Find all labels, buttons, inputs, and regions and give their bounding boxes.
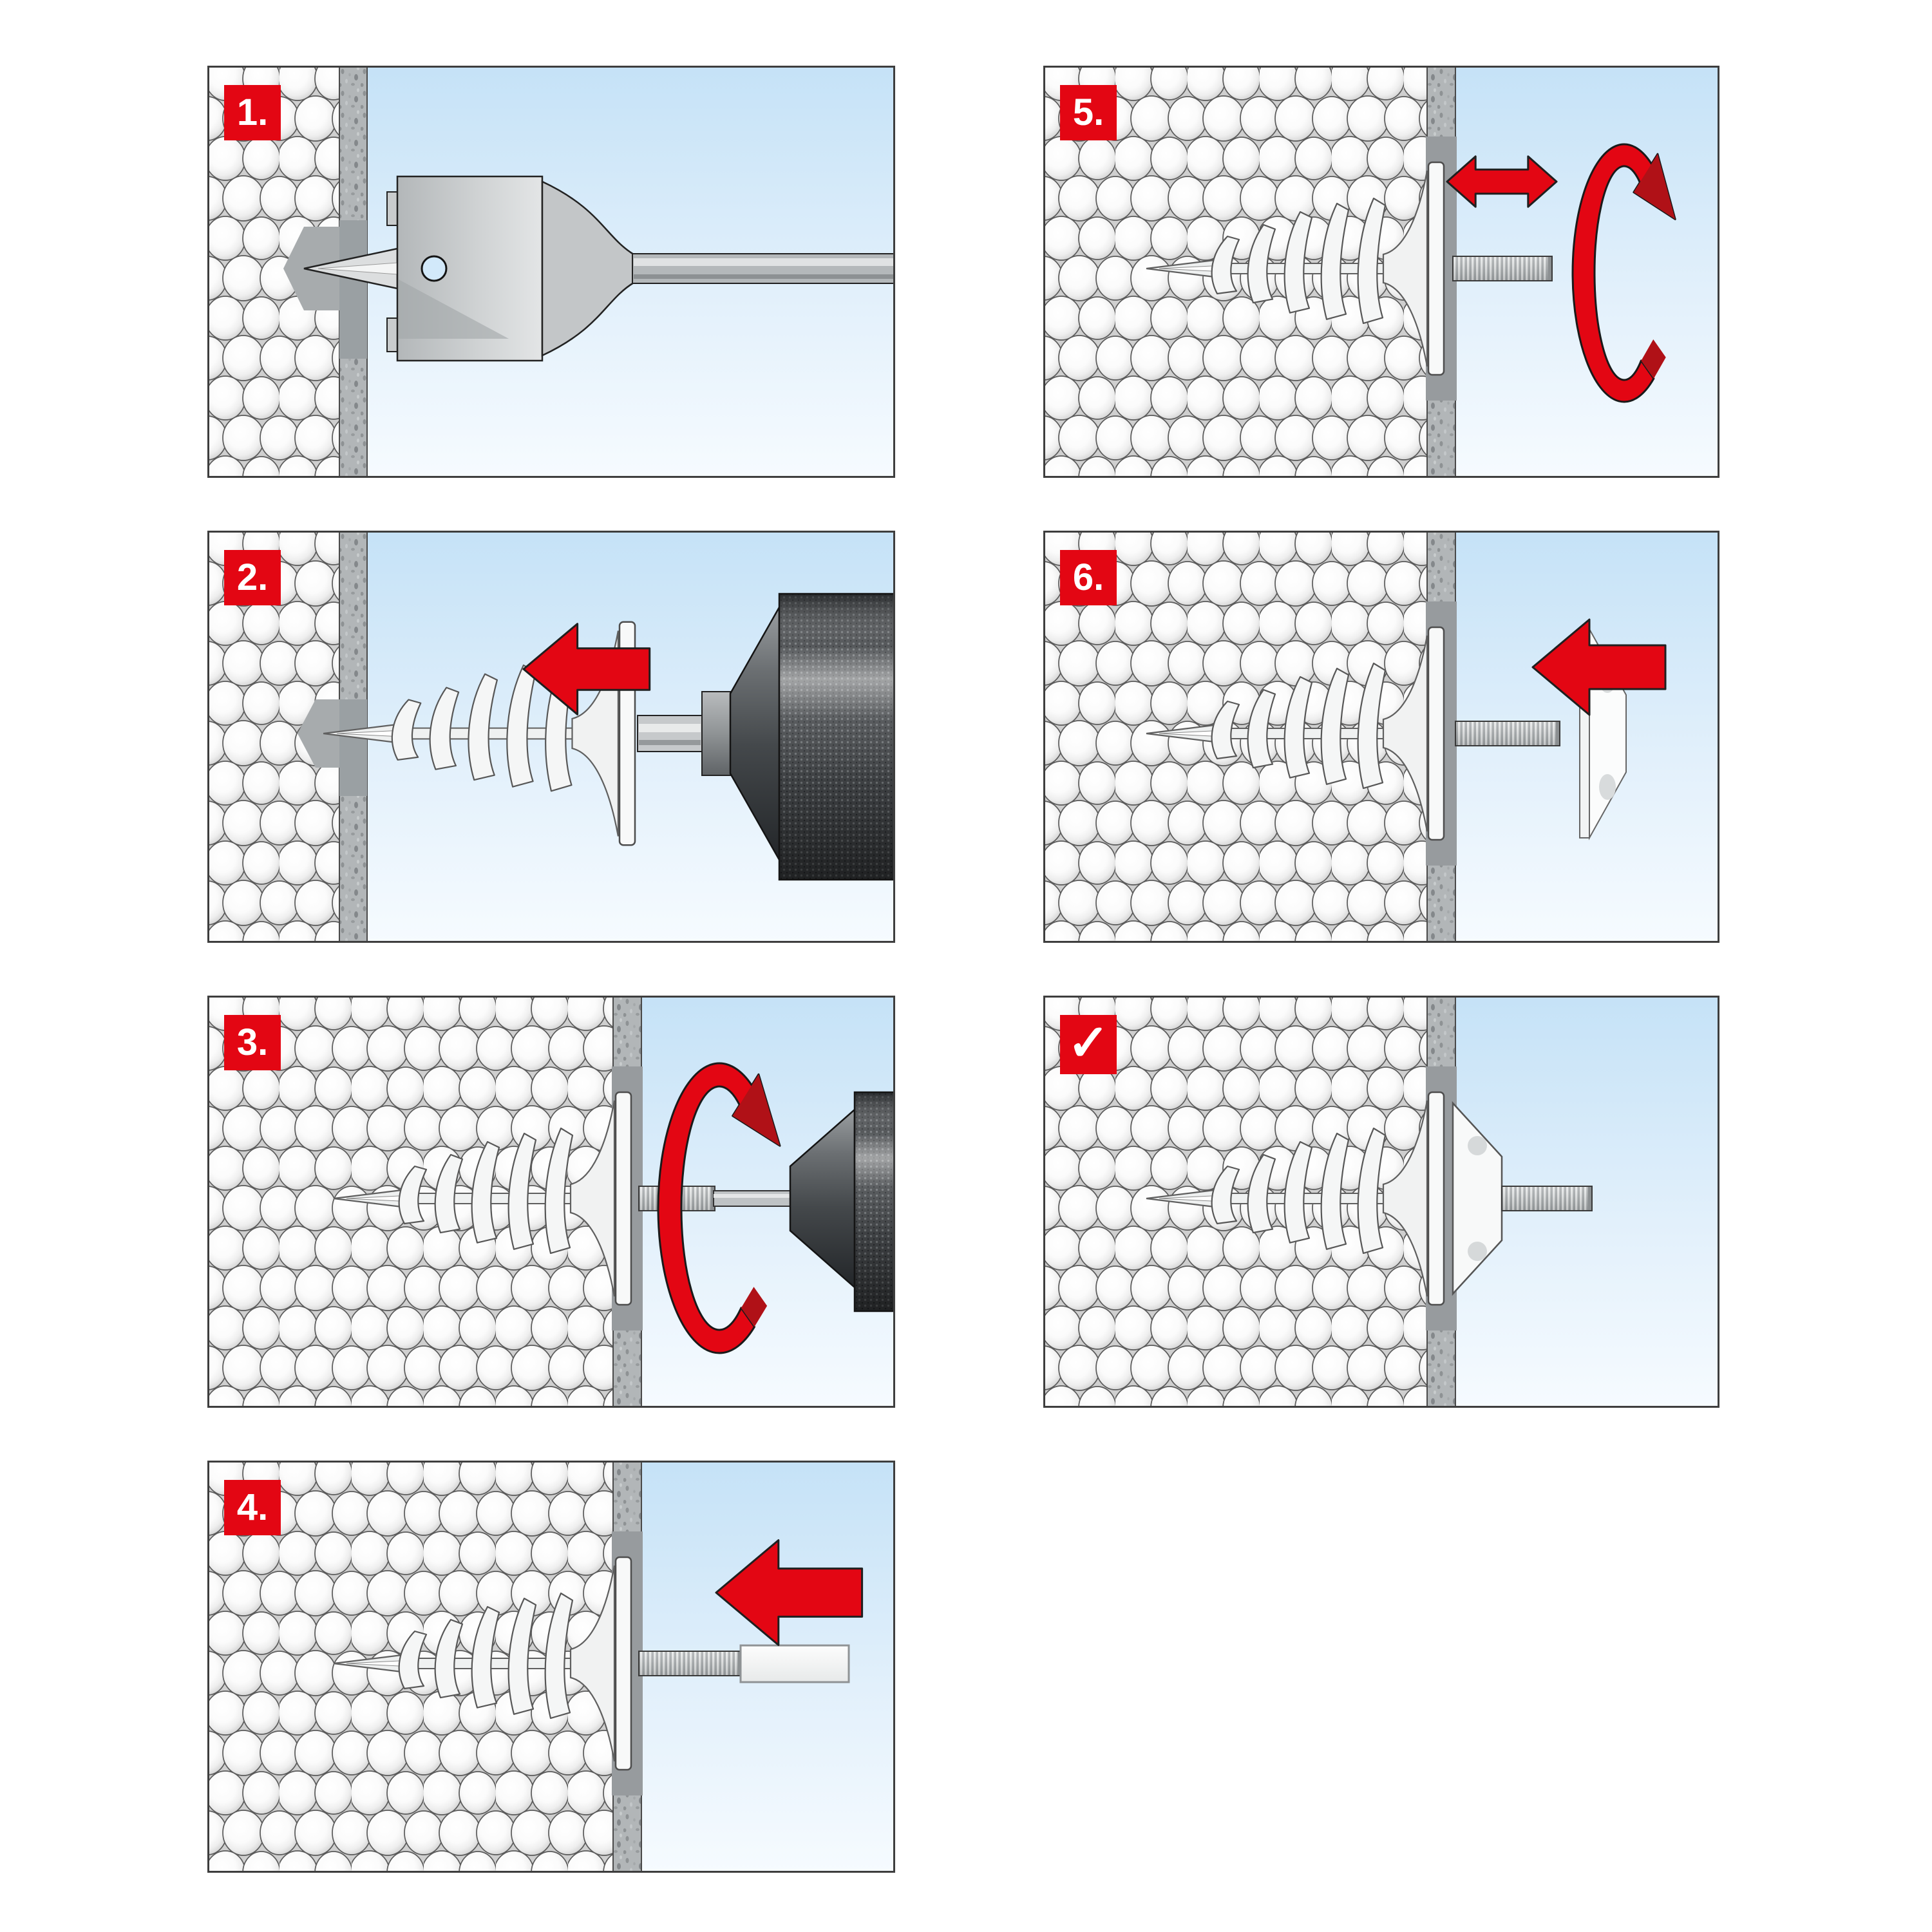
step-badge: 5.: [1060, 85, 1117, 140]
left-arrow-icon: [715, 1539, 864, 1646]
drilled-hole: [298, 699, 367, 796]
step-panel-2: 2.: [207, 531, 895, 943]
anchor-blade: [1283, 1141, 1313, 1244]
step-panel-6: 6.: [1043, 531, 1719, 943]
panel-border: [207, 66, 895, 478]
bit-hole: [421, 255, 448, 282]
chuck-knurled-sleeve: [778, 592, 895, 881]
spade-drill-bit: [303, 175, 895, 362]
step-6-illustration: [1043, 531, 1719, 943]
chuck-knurled-sleeve: [853, 1091, 895, 1312]
hex-adapter: [637, 691, 731, 776]
anchor-blade: [1211, 700, 1240, 760]
anchor-blade: [398, 1630, 428, 1690]
step-badge-check: ✓: [1060, 1015, 1117, 1074]
anchor-blade: [434, 1153, 464, 1234]
step-badge: 6.: [1060, 550, 1117, 605]
anchor-flange: [1427, 1091, 1445, 1306]
step-4-illustration: [207, 1461, 895, 1873]
insulation-anchor: [1146, 1091, 1445, 1306]
anchor-flange: [614, 1556, 632, 1771]
anchor-blade: [398, 1165, 428, 1225]
rotation-arrow-icon: [1571, 143, 1676, 403]
wall-section: [1043, 66, 1719, 478]
anchor-blade: [468, 673, 498, 781]
threaded-screw: [1455, 721, 1560, 746]
left-arrow-icon: [522, 623, 651, 715]
panel-border: [207, 531, 895, 943]
anchor-blade: [544, 1592, 574, 1719]
insulation-anchor: [333, 1091, 632, 1306]
threaded-screw: [1452, 256, 1553, 281]
step-2-illustration: [207, 531, 895, 943]
anchor-blade: [434, 1618, 464, 1699]
spacer-sleeve: [739, 1644, 850, 1683]
threaded-screw: [638, 1651, 743, 1676]
drilled-hole: [283, 220, 367, 359]
panel-border: [1043, 531, 1719, 943]
anchor-blade: [429, 687, 460, 770]
mounted-washer: [1452, 1101, 1503, 1296]
anchor-blade: [1357, 197, 1387, 325]
anchor-blade: [471, 1141, 500, 1244]
step-3-illustration: [207, 996, 895, 1408]
anchor-flange: [1427, 626, 1445, 841]
anchor-blade: [391, 699, 422, 761]
anchor-blade: [1211, 235, 1240, 295]
step-panel-1: 1.: [207, 66, 895, 478]
step-1-illustration: [207, 66, 895, 478]
anchor-blade: [1320, 667, 1350, 785]
panel-border: [1043, 66, 1719, 478]
panel-border: [1043, 996, 1719, 1408]
anchor-blade: [1357, 1127, 1387, 1255]
anchor-blade: [1247, 223, 1276, 304]
step-badge: 1.: [224, 85, 281, 140]
step-panel-5: 5.: [1043, 66, 1719, 478]
step-badge: 3.: [224, 1015, 281, 1070]
left-arrow-icon: [1531, 618, 1667, 716]
rotation-arrow-icon: [657, 1062, 781, 1354]
anchor-blade: [1283, 211, 1313, 314]
panel-border: [207, 996, 895, 1408]
anchor-flange: [614, 1091, 632, 1306]
anchor-blade: [471, 1605, 500, 1709]
step-panel-3: 3.: [207, 996, 895, 1408]
threaded-screw: [1501, 1186, 1593, 1211]
anchor-blade: [1211, 1165, 1240, 1225]
anchor-blade: [1247, 1153, 1276, 1234]
screw-shank: [713, 1190, 791, 1207]
insulation-anchor: [1146, 626, 1445, 841]
anchor-blade: [544, 1127, 574, 1255]
anchor-blade: [1283, 676, 1313, 779]
insulation-anchor: [333, 1556, 632, 1771]
step-panel-done: ✓: [1043, 996, 1719, 1408]
anchor-blade: [507, 1132, 537, 1250]
anchor-blade: [507, 1597, 537, 1715]
step-panel-4: 4.: [207, 1461, 895, 1873]
step-5-illustration: [1043, 66, 1719, 478]
step-badge: 2.: [224, 550, 281, 605]
step-badge: 4.: [224, 1480, 281, 1535]
double-arrow-icon: [1446, 155, 1558, 208]
final-check-illustration: [1043, 996, 1719, 1408]
anchor-blade: [1320, 202, 1350, 320]
anchor-blade: [1357, 662, 1387, 790]
panel-border: [207, 1461, 895, 1873]
anchor-blade: [1320, 1132, 1350, 1250]
anchor-flange: [1427, 161, 1445, 376]
anchor-blade: [1247, 688, 1276, 769]
insulation-anchor: [1146, 161, 1445, 376]
